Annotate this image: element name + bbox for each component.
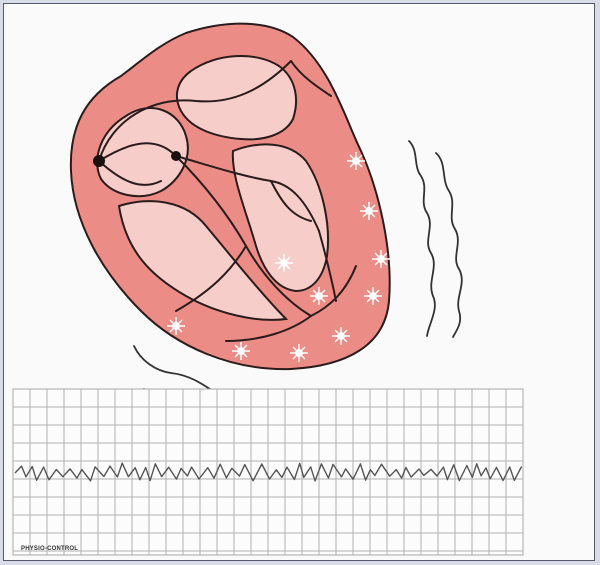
diagram-frame: PHYSIO-CONTROL [3, 3, 595, 561]
vibration-line-right-2 [436, 153, 462, 337]
ecg-strip [13, 389, 523, 555]
fibrillation-diagram [4, 4, 596, 562]
credit-label: PHYSIO-CONTROL [21, 546, 78, 552]
vibration-line-right-1 [409, 141, 435, 336]
sinoatrial-node [93, 155, 105, 167]
atrioventricular-node [171, 151, 181, 161]
heart-illustration [71, 24, 390, 369]
